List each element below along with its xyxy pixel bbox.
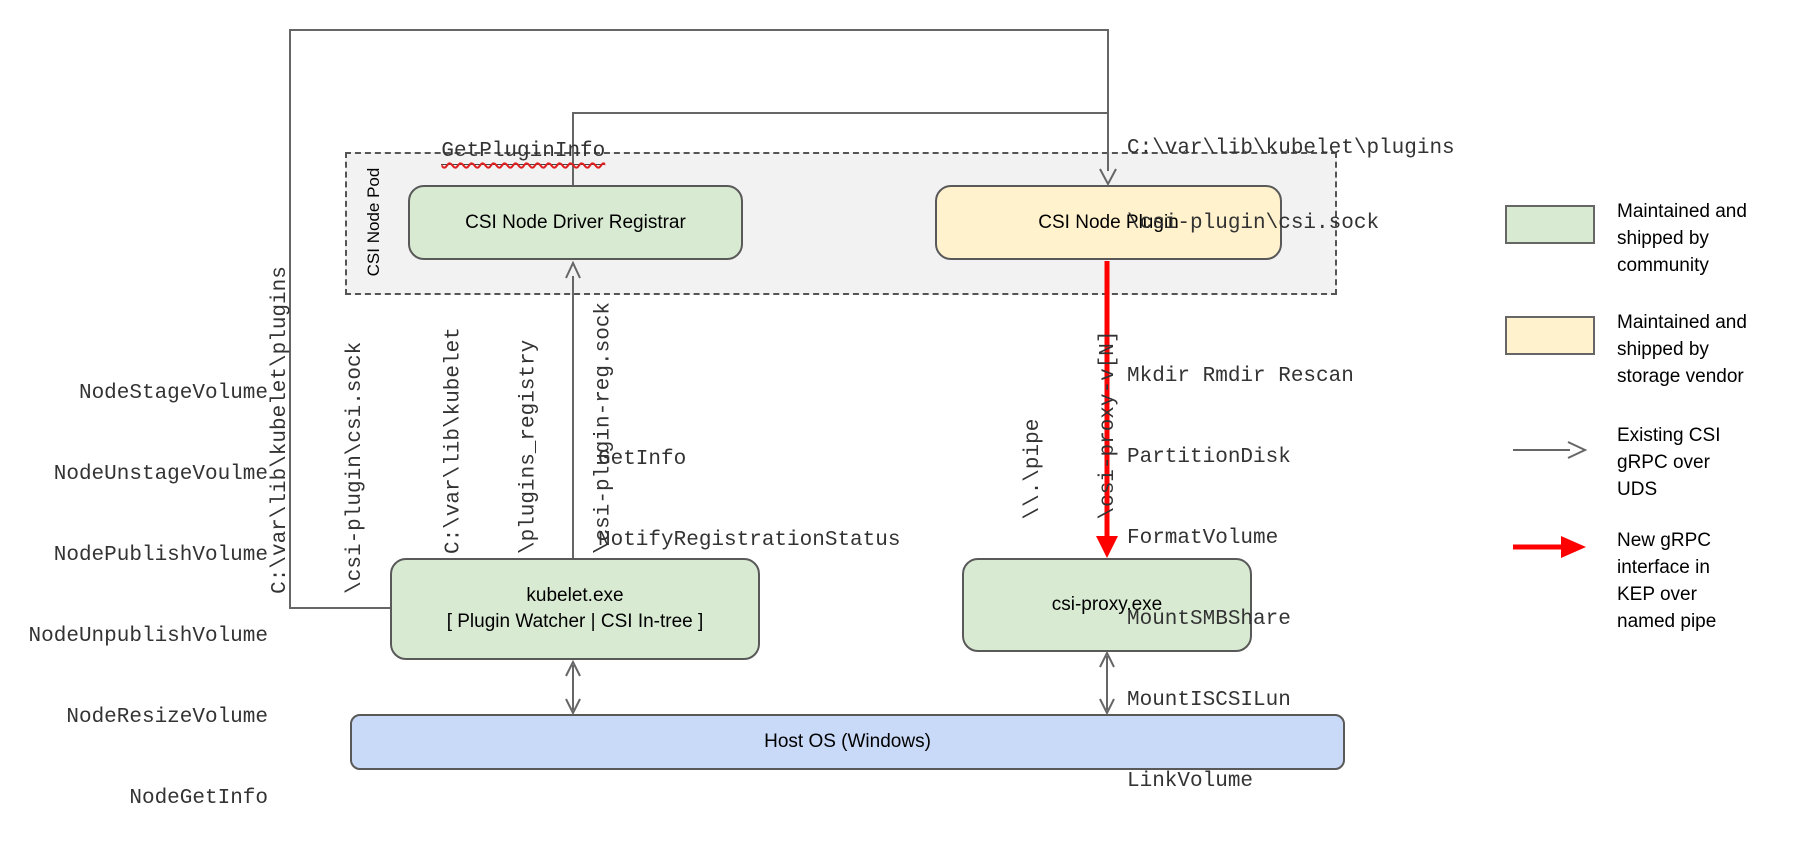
list-item: LinkVolume [1127,770,1254,793]
list-item: Mkdir Rmdir Rescan [1127,365,1354,388]
list-item: NodeUnstageVoulme [53,463,268,486]
legend-red-arrowhead-icon [1561,536,1586,558]
legend-uds-text: Existing CSI gRPC over UDS [1617,425,1721,500]
legend-community-text: Maintained and shipped by community [1617,201,1747,276]
list-item: MountSMBShare [1127,608,1291,631]
host-os-label: Host OS (Windows) [764,731,931,752]
get-plugin-info-label: GetPluginInfo [441,140,606,165]
csi-sock-path-label-top: C:\var\lib\kubelet\plugins \csi-plugin\c… [1127,137,1455,235]
registration-calls-list: GetInfo NotifyRegistrationStatus [598,392,900,608]
csi-node-driver-registrar-label: CSI Node Driver Registrar [465,211,686,233]
list-item: NotifyRegistrationStatus [598,529,901,552]
list-item: MountISCSILun [1127,689,1291,712]
list-item: PartitionDisk [1127,446,1291,469]
legend-vendor-swatch [1505,316,1595,355]
list-item: NodePublishVolume [53,544,268,567]
list-item: NodeGetInfo [129,787,268,810]
host-os-box: Host OS (Windows) [350,714,1345,770]
list-item: NodeUnpublishVolume [28,625,268,648]
node-methods-list: NodeStageVolume NodeUnstageVoulme NodePu… [29,326,268,842]
csi-node-pod-label: CSI Node Pod [364,167,383,277]
list-item: GetInfo [598,448,687,471]
legend-community-swatch [1505,205,1595,244]
proxy-red-arrowhead-icon [1096,536,1118,558]
list-item: NodeStageVolume [78,382,268,405]
kubelet-hostos-down-arrowhead-icon [565,698,581,716]
list-item: NodeResizeVolume [66,706,268,729]
proxy-methods-list: Mkdir Rmdir Rescan PartitionDisk FormatV… [1127,309,1354,842]
list-item: FormatVolume [1127,527,1279,550]
kubelet-label-line2: [ Plugin Watcher | CSI In-tree ] [446,611,704,632]
kubelet-hostos-up-arrowhead-icon [565,659,581,677]
legend-gray-arrowhead-icon [1567,441,1588,459]
proxy-hostos-down-arrowhead-icon [1099,698,1115,716]
csi-node-driver-registrar-box: CSI Node Driver Registrar [408,185,743,260]
legend-kep-text: New gRPC interface in KEP over named pip… [1617,530,1717,632]
proxy-hostos-up-arrowhead-icon [1099,650,1115,668]
legend-vendor-text: Maintained and shipped by storage vendor [1617,312,1747,387]
